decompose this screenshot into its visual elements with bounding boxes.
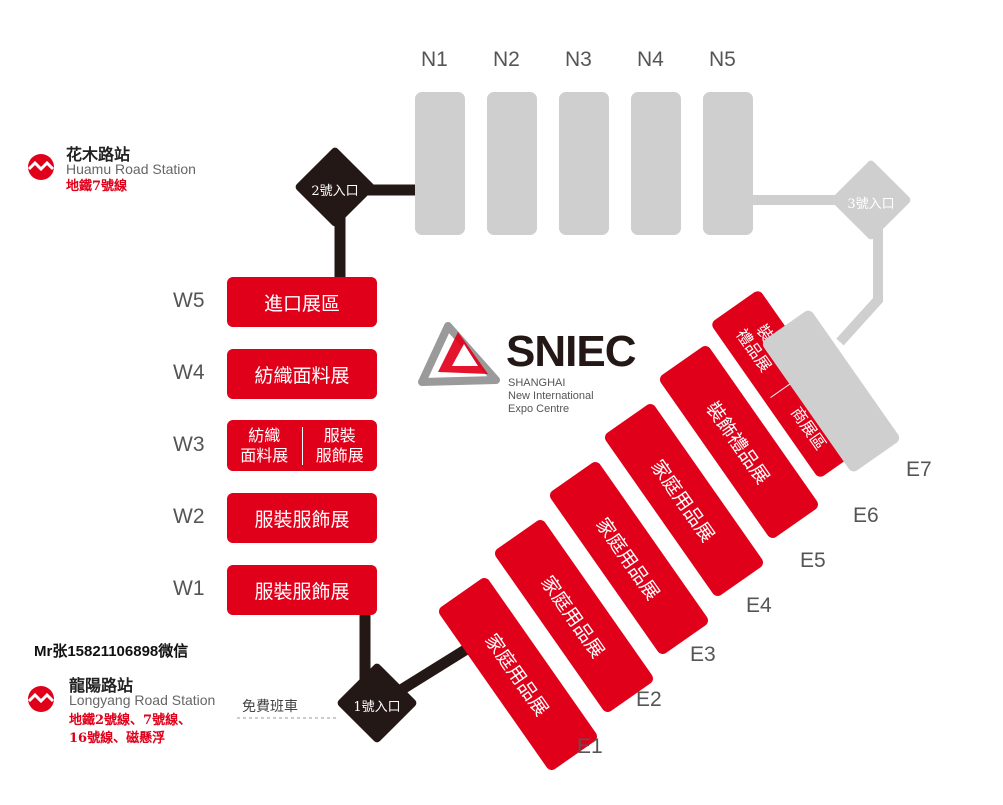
entrance-3-label: 3號入口 <box>847 197 895 212</box>
entrance-1-label: 1號入口 <box>353 700 401 715</box>
hall-label-e6: E6 <box>853 504 879 527</box>
hall-label-n1: N1 <box>421 48 448 71</box>
hall-n3[interactable] <box>559 92 609 235</box>
hall-w3-divider <box>301 426 303 465</box>
hall-w3[interactable]: 紡織 面料展 服裝 服飾展 <box>227 420 377 471</box>
hall-n5[interactable] <box>703 92 753 235</box>
longyang-station-en: Longyang Road Station <box>69 692 216 708</box>
hall-w3-left: 紡織 面料展 <box>227 426 302 466</box>
hall-label-n3: N3 <box>565 48 592 71</box>
hall-w5[interactable]: 進口展區 <box>227 277 377 327</box>
hall-label-n2: N2 <box>493 48 520 71</box>
hall-label-w4: W4 <box>173 361 205 384</box>
hall-label-n5: N5 <box>709 48 736 71</box>
longyang-station-lines-2: 16號線、磁懸浮 <box>69 731 166 746</box>
hall-label-w3: W3 <box>173 433 205 456</box>
contact-text: Mr张15821106898微信 <box>34 643 189 660</box>
logo-sub1: SHANGHAI <box>508 377 566 389</box>
hall-n2[interactable] <box>487 92 537 235</box>
hall-w3-right: 服裝 服飾展 <box>303 426 378 466</box>
hall-w4-label: 紡織面料展 <box>254 364 350 387</box>
logo-name: SNIEC <box>506 327 636 376</box>
hall-label-e4: E4 <box>746 594 772 617</box>
hall-w2[interactable]: 服裝服飾展 <box>227 493 377 543</box>
hall-label-e3: E3 <box>690 643 716 666</box>
metro-logo-icon <box>27 154 55 180</box>
hall-label-e2: E2 <box>636 688 662 711</box>
logo-sub2: New International <box>508 390 594 402</box>
hall-w2-label: 服裝服飾展 <box>254 508 350 531</box>
hall-label-n4: N4 <box>637 48 664 71</box>
hall-w1-label: 服裝服飾展 <box>254 580 350 603</box>
logo-sub3: Expo Centre <box>508 403 570 415</box>
longyang-station-lines-1: 地鐵2號線、7號線、 <box>69 713 192 728</box>
hall-w5-label: 進口展區 <box>263 292 340 315</box>
hall-w3-left-bottom: 面料展 <box>240 445 289 465</box>
hall-n1[interactable] <box>415 92 465 235</box>
sniec-logo-icon <box>418 322 500 386</box>
hall-label-e5: E5 <box>800 549 826 572</box>
huamu-station-en: Huamu Road Station <box>66 161 196 177</box>
huamu-station-name: 花木路站 <box>66 145 131 164</box>
hall-label-w2: W2 <box>173 505 205 528</box>
shuttle-label: 免費班車 <box>242 699 298 715</box>
longyang-station-name: 龍陽路站 <box>69 676 134 695</box>
walkway-entrance3-to-e7 <box>836 215 883 346</box>
hall-n4[interactable] <box>631 92 681 235</box>
hall-label-e7: E7 <box>906 458 932 481</box>
hall-label-w1: W1 <box>173 577 205 600</box>
hall-label-e1: E1 <box>577 735 603 758</box>
hall-w3-right-bottom: 服飾展 <box>315 445 364 465</box>
metro-logo-icon <box>27 686 55 712</box>
huamu-station-lines: 地鐵7號線 <box>66 179 128 194</box>
entrance-2-label: 2號入口 <box>311 184 359 199</box>
hall-w1[interactable]: 服裝服飾展 <box>227 565 377 615</box>
hall-w3-right-top: 服裝 <box>323 425 356 445</box>
hall-w4[interactable]: 紡織面料展 <box>227 349 377 399</box>
hall-label-w5: W5 <box>173 289 205 312</box>
hall-w3-left-top: 紡織 <box>248 425 281 445</box>
